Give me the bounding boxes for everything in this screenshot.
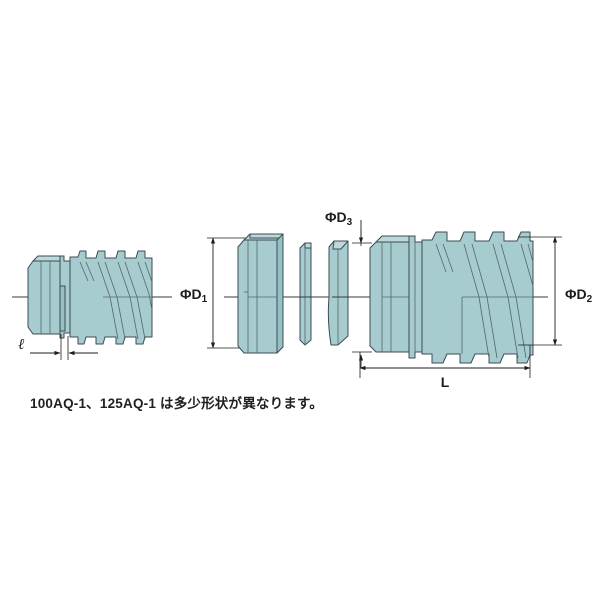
left-thread-low-1 [109, 296, 119, 340]
left-thread-diag-2 [85, 261, 95, 282]
L-label: L [441, 374, 450, 390]
right-thread-diag-5 [492, 243, 509, 298]
left-thread-diag-8 [144, 261, 153, 283]
right-thread-diag-7 [520, 243, 534, 287]
right-thread-diag-1 [435, 243, 447, 273]
nut-top-face [249, 233, 284, 239]
right-neck [408, 235, 423, 359]
right-thread-diag-4 [471, 243, 488, 298]
right-thread-low-2 [486, 296, 498, 359]
d1-label: ΦD1 [180, 286, 208, 305]
left-thread-diag-3 [97, 261, 111, 298]
left-thread-diag-6 [124, 261, 138, 298]
left-thread-low-3 [129, 296, 139, 340]
curved-plate-top [332, 240, 349, 250]
curved-plate-view [327, 240, 372, 346]
d3-label: ΦD3 [325, 209, 353, 228]
thin-washer-top [304, 242, 312, 249]
phi-d3-dimension: ΦD3 [325, 209, 372, 368]
right-thread-diag-6 [500, 243, 517, 298]
nut-right-face [276, 233, 284, 354]
right-thread-diag-2 [442, 243, 454, 273]
left-thread-diag-5 [117, 261, 131, 298]
left-head-top-chamfer [32, 255, 65, 262]
nut-body [237, 239, 278, 354]
right-thread-low-3 [507, 296, 519, 359]
right-assembly-view [369, 231, 548, 364]
left-threaded-barrel [69, 250, 153, 345]
figure-caption: 100AQ-1、125AQ-1 は多少形状が異なります。 [30, 396, 324, 411]
left-assembly-view: ℓ [12, 250, 172, 360]
left-thread-diag-4 [104, 261, 118, 298]
left-thread-low-2 [116, 296, 126, 340]
left-head-body [27, 260, 61, 335]
thin-washer-body [299, 242, 312, 346]
length-L-dimension: L [359, 345, 531, 390]
left-thread-diag-1 [79, 261, 89, 282]
left-thread-low-4 [136, 296, 146, 340]
d2-label: ΦD2 [565, 286, 593, 305]
left-thread-diag-7 [137, 261, 150, 295]
right-thread-low-1 [478, 296, 490, 359]
thin-washer-view [292, 242, 332, 346]
right-thread-diag-3 [463, 243, 480, 298]
right-thread-low-4 [515, 296, 527, 359]
phi-d1-dimension: ΦD1 [180, 237, 250, 349]
nut-body-view [224, 233, 292, 354]
ell-label: ℓ [18, 337, 24, 353]
left-slot-face [59, 285, 66, 332]
right-threaded-barrel [421, 231, 534, 364]
right-thread-diag-8 [527, 243, 534, 263]
phi-d2-dimension: ΦD2 [518, 236, 593, 346]
